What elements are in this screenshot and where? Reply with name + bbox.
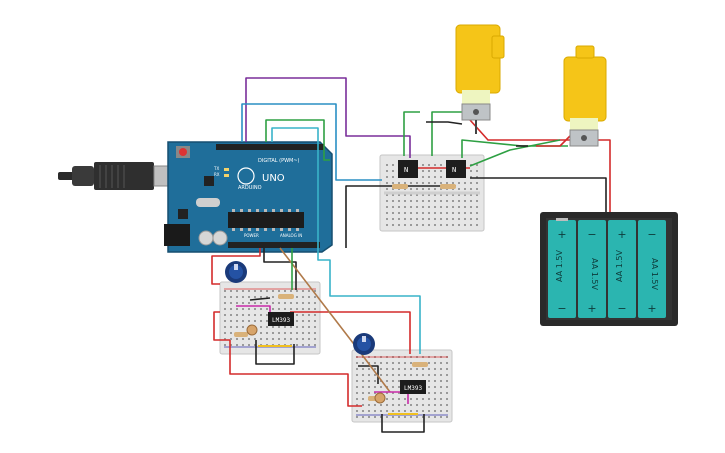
wire-red-5v: [211, 248, 261, 285]
dc-motor-2[interactable]: [563, 45, 607, 147]
cell-3-label: AA 1.5V: [615, 250, 624, 282]
tx-label: TX: [213, 166, 219, 171]
cell-4-bottom-sign: +: [647, 302, 656, 315]
transistor-2-label: N: [452, 166, 456, 174]
cell-1-bottom-sign: −: [557, 302, 566, 315]
potentiometer-1[interactable]: [225, 261, 247, 283]
transistor-1[interactable]: N: [398, 160, 418, 178]
wire-green-motor1: [431, 111, 470, 156]
cell-4-top-sign: −: [647, 228, 656, 241]
resistors: [234, 184, 456, 401]
arduino-uno-board[interactable]: DIGITAL (PWM~) TX RX ARDUINO UNO POWER A…: [164, 141, 333, 253]
wire-green-arduino: [265, 119, 330, 161]
dc-motor-1[interactable]: [455, 24, 505, 134]
wire-black-gnd: [263, 248, 297, 290]
cell-3-bottom-sign: −: [617, 302, 626, 315]
uno-model-text: UNO: [262, 173, 285, 184]
arduino-infinity-logo: [237, 167, 255, 185]
wire-red-battery: [469, 119, 611, 212]
wire-cyan: [271, 127, 421, 354]
transistor-1-label: N: [404, 166, 408, 174]
arduino-logo-text: ARDUINO: [238, 185, 262, 191]
lm393-chip-2-label: LM393: [404, 385, 422, 392]
wire-black-battery: [470, 177, 607, 212]
cell-2-label: AA 1.5V: [590, 258, 599, 290]
potentiometer-2[interactable]: [353, 333, 375, 355]
wire-purple: [245, 77, 411, 158]
wire-black-gnd-top: [345, 185, 456, 248]
cell-3-top-sign: +: [617, 228, 626, 241]
breadboard-top-right[interactable]: [379, 154, 485, 232]
battery-pack[interactable]: + AA 1.5V − − AA 1.5V + + AA 1.5V − − AA…: [540, 212, 678, 326]
cell-1-top-sign: +: [557, 228, 566, 241]
digital-pwm-label: DIGITAL (PWM~): [258, 158, 300, 164]
cell-1-label: AA 1.5V: [555, 250, 564, 282]
analog-in-label: ANALOG IN: [280, 233, 302, 238]
power-header-label: POWER: [244, 233, 259, 238]
battery-cell-1: + AA 1.5V −: [548, 218, 576, 318]
cell-2-top-sign: −: [587, 228, 596, 241]
wire-blue: [241, 103, 382, 181]
cell-2-bottom-sign: +: [587, 302, 596, 315]
lm393-chip-1[interactable]: LM393: [268, 312, 294, 326]
battery-cell-3: + AA 1.5V −: [608, 220, 636, 318]
lm393-chip-2[interactable]: LM393: [400, 380, 426, 394]
photoresistors: [246, 324, 386, 404]
battery-cell-2: − AA 1.5V +: [578, 220, 606, 318]
cell-4-label: AA 1.5V: [650, 258, 659, 290]
battery-cell-4: − AA 1.5V +: [638, 220, 666, 318]
usb-cable: [58, 162, 169, 190]
rx-label: RX: [214, 172, 220, 177]
lm393-chip-1-label: LM393: [272, 317, 290, 324]
transistor-2[interactable]: N: [446, 160, 466, 178]
